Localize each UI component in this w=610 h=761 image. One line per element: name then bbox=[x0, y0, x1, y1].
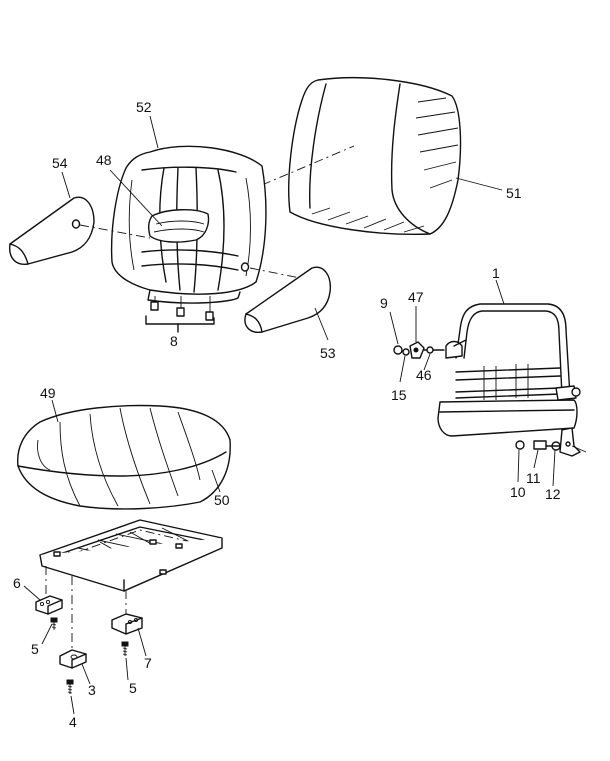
part-10-nut bbox=[515, 440, 525, 450]
part-53-right-armrest bbox=[244, 266, 331, 333]
callout-8: 8 bbox=[170, 333, 178, 349]
part-12-bolt bbox=[545, 441, 561, 451]
callout-12: 12 bbox=[545, 486, 561, 502]
callout-labels: 52 54 48 51 8 53 1 9 47 46 15 10 11 12 4… bbox=[13, 99, 561, 730]
callout-47: 47 bbox=[408, 289, 424, 305]
callout-10: 10 bbox=[510, 484, 526, 500]
part-47-bolt-assembly bbox=[409, 341, 425, 359]
callout-5-left: 5 bbox=[31, 641, 39, 657]
part-54-left-armrest bbox=[9, 196, 95, 265]
part-5-screw-left bbox=[50, 617, 58, 630]
callout-15: 15 bbox=[391, 387, 407, 403]
part-3-bracket bbox=[59, 649, 87, 669]
callout-51: 51 bbox=[506, 185, 522, 201]
part-6-bracket bbox=[35, 595, 63, 615]
part-46-pin bbox=[423, 346, 445, 354]
seat-pan-frame bbox=[39, 519, 223, 592]
callout-4: 4 bbox=[69, 714, 77, 730]
part-9-nut bbox=[393, 345, 403, 355]
callout-52: 52 bbox=[136, 99, 152, 115]
part-48-lumbar bbox=[147, 209, 210, 243]
callout-50: 50 bbox=[214, 492, 230, 508]
callout-3: 3 bbox=[88, 682, 96, 698]
callout-49: 49 bbox=[40, 385, 56, 401]
part-11-bushing bbox=[533, 440, 547, 450]
part-7-bracket bbox=[111, 613, 143, 635]
callout-11: 11 bbox=[526, 470, 541, 486]
callout-48: 48 bbox=[96, 152, 112, 168]
dash-51-52 bbox=[261, 145, 355, 186]
part-15-washer bbox=[402, 348, 410, 356]
callout-5-right: 5 bbox=[129, 680, 137, 696]
callout-1: 1 bbox=[492, 265, 500, 281]
armrest-pivot-hole bbox=[240, 262, 250, 272]
leader-lines bbox=[23, 115, 556, 715]
callout-46: 46 bbox=[416, 367, 432, 383]
part-51-seat-back-cover bbox=[288, 77, 462, 235]
part-5-screw-right bbox=[121, 641, 129, 656]
part-49-seat-cushion bbox=[17, 404, 231, 510]
callout-53: 53 bbox=[320, 345, 336, 361]
part-1-back-frame bbox=[437, 303, 587, 457]
callout-54: 54 bbox=[52, 155, 68, 171]
callout-6: 6 bbox=[13, 575, 21, 591]
callout-9: 9 bbox=[380, 295, 388, 311]
part-8-clips bbox=[145, 296, 215, 333]
dash-54-52 bbox=[79, 224, 151, 239]
part-4-screw bbox=[66, 679, 74, 694]
callout-7: 7 bbox=[144, 655, 152, 671]
dash-52-53 bbox=[249, 267, 301, 279]
